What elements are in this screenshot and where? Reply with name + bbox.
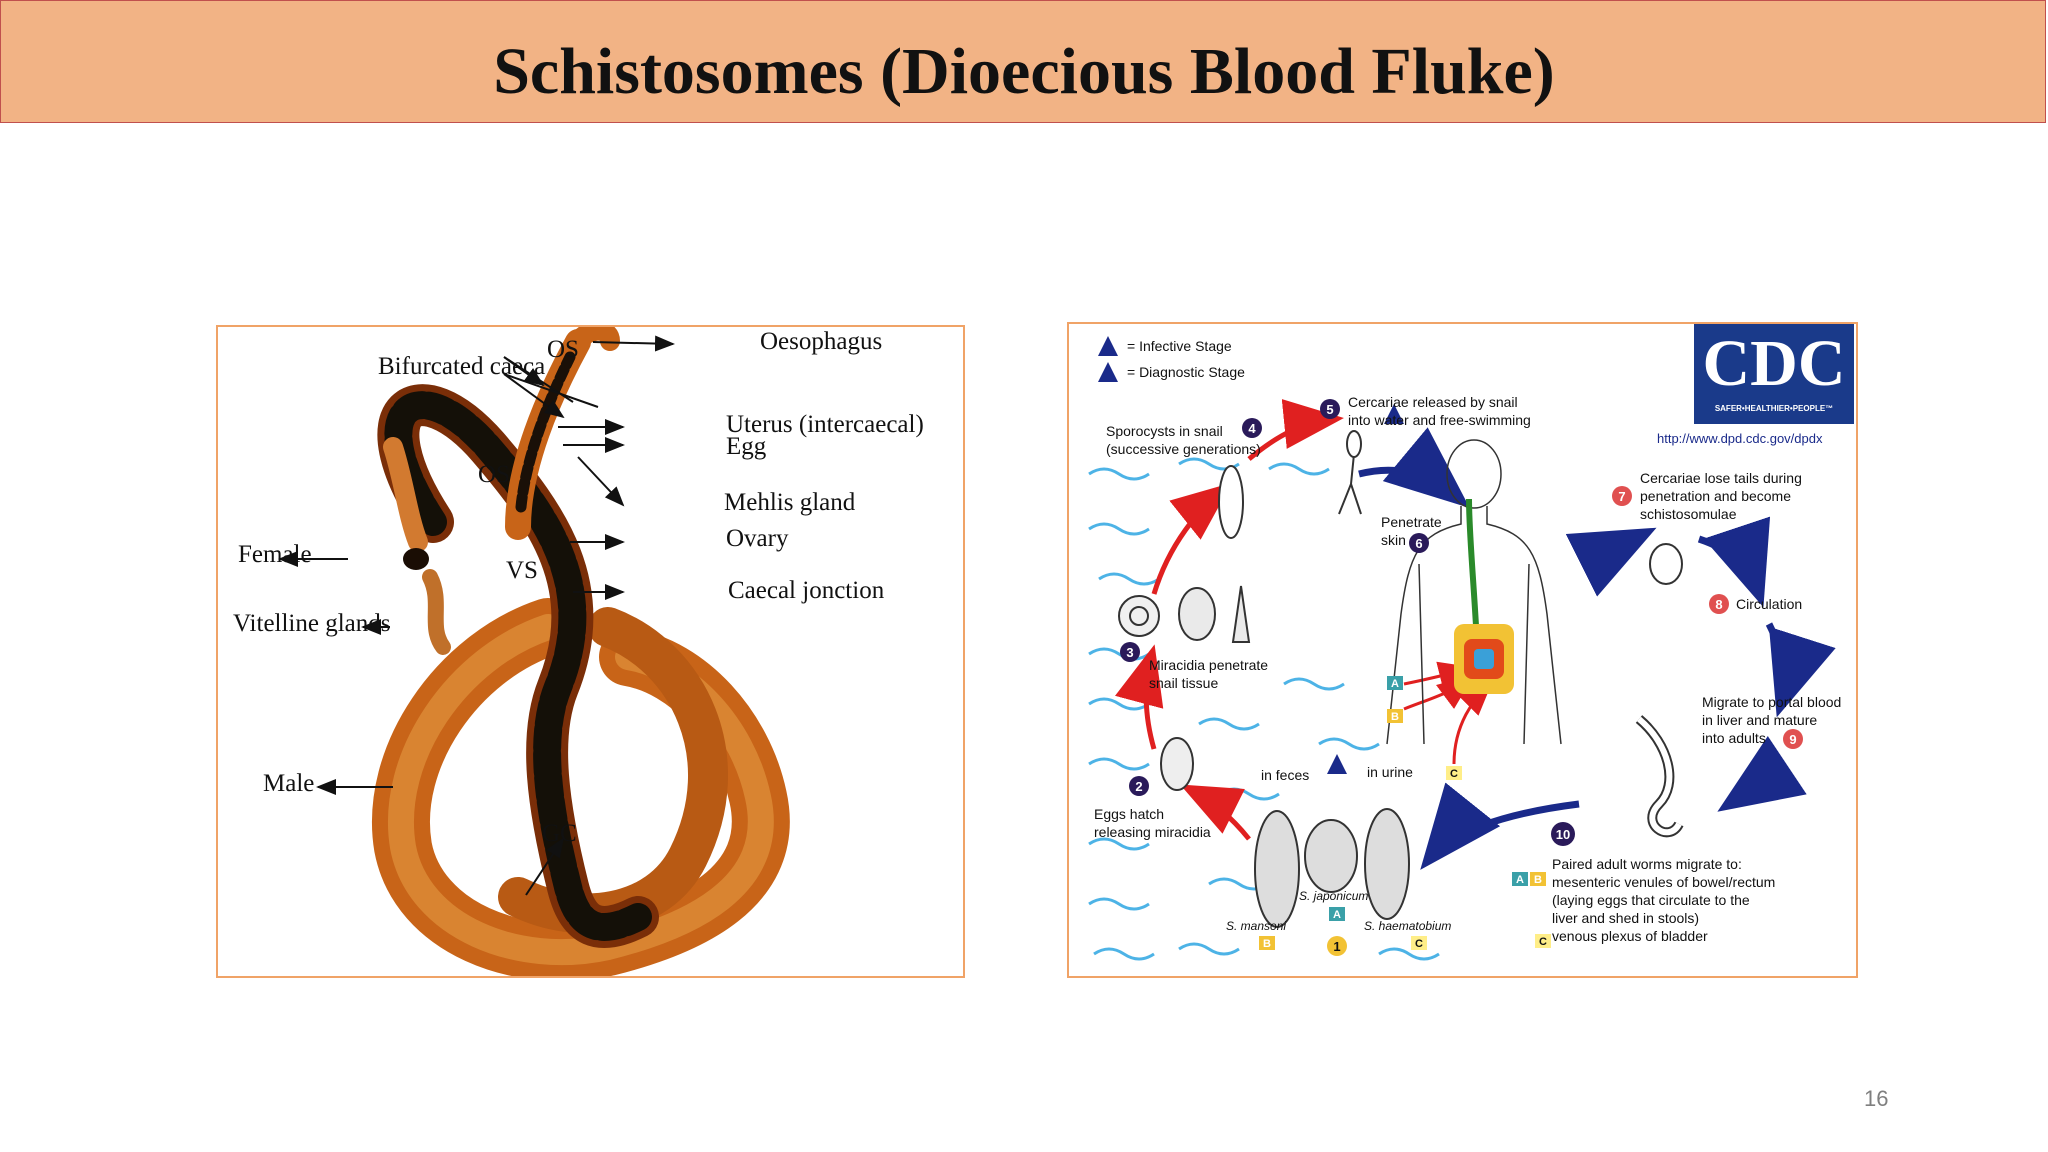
svg-text:C: C bbox=[1450, 768, 1458, 780]
title-bar bbox=[0, 0, 2046, 123]
species-japonicum: S. japonicum bbox=[1299, 889, 1369, 903]
slide-title: Schistosomes (Dioecious Blood Fluke) bbox=[493, 35, 1555, 108]
label-egg: Egg bbox=[726, 433, 767, 460]
step-7-line-1: Cercariae lose tails during bbox=[1640, 470, 1802, 486]
svg-text:1: 1 bbox=[1333, 939, 1340, 954]
human-body-outline bbox=[1386, 439, 1562, 745]
svg-text:9: 9 bbox=[1789, 732, 1796, 747]
label-os-female: OS bbox=[478, 461, 510, 488]
svg-text:A: A bbox=[1333, 909, 1341, 921]
label-mehlis-gland: Mehlis gland bbox=[724, 489, 856, 516]
step-9-line-2: in liver and mature bbox=[1702, 712, 1818, 728]
life-cycle-illustration: 2 3 4 5 6 7 8 9 10 1 A B C A B C A B C bbox=[1088, 324, 1854, 961]
label-os-top: OS bbox=[547, 336, 579, 363]
step-6-line-1: Penetrate bbox=[1381, 514, 1442, 530]
step-10-line-1: Paired adult worms migrate to: bbox=[1552, 856, 1742, 872]
label-gc: GC bbox=[542, 820, 577, 847]
step-7-line-3: schistosomulae bbox=[1640, 506, 1737, 522]
svg-text:C: C bbox=[1539, 936, 1547, 948]
svg-text:B: B bbox=[1391, 711, 1399, 723]
svg-text:5: 5 bbox=[1326, 402, 1333, 417]
step-9-line-3: into adults bbox=[1702, 730, 1766, 746]
step-2-line-2: releasing miracidia bbox=[1094, 824, 1211, 840]
worm-pair-illustration bbox=[278, 327, 790, 976]
cdc-logo-tagline: SAFER•HEALTHIER•PEOPLE™ bbox=[1714, 404, 1834, 413]
label-male: Male bbox=[263, 770, 315, 797]
svg-text:A: A bbox=[1516, 874, 1524, 886]
step-3-line-1: Miracidia penetrate bbox=[1149, 657, 1269, 673]
step-9-line-1: Migrate to portal blood bbox=[1702, 694, 1842, 710]
page-number: 16 bbox=[1864, 1086, 1889, 1111]
step-2-line-1: Eggs hatch bbox=[1094, 806, 1165, 822]
step-5-line-2: into water and free-swimming bbox=[1348, 412, 1531, 428]
svg-text:A: A bbox=[1391, 678, 1399, 690]
cdc-logo-text: CDC bbox=[1702, 327, 1846, 400]
step-10-line-2: mesenteric venules of bowel/rectum bbox=[1552, 874, 1776, 890]
step-10-line-5: venous plexus of bladder bbox=[1552, 928, 1708, 944]
step-5-line-1: Cercariae released by snail bbox=[1348, 394, 1518, 410]
svg-text:3: 3 bbox=[1126, 645, 1133, 660]
label-vs: VS bbox=[506, 557, 538, 584]
step-8-label: Circulation bbox=[1736, 596, 1803, 612]
svg-text:8: 8 bbox=[1715, 597, 1722, 612]
label-bifurcated-caeca: Bifurcated caeca bbox=[378, 353, 546, 380]
label-caecal-jonction: Caecal jonction bbox=[728, 577, 885, 604]
svg-text:B: B bbox=[1534, 874, 1542, 886]
label-oesophagus: Oesophagus bbox=[760, 328, 883, 355]
step-10-line-3: (laying eggs that circulate to the bbox=[1552, 892, 1750, 908]
schistosome-anatomy-figure: OS Bifurcated caeca Oesophagus Uterus (i… bbox=[216, 325, 965, 978]
legend-infective: = Infective Stage bbox=[1127, 338, 1232, 354]
svg-text:10: 10 bbox=[1556, 827, 1570, 842]
step-10-line-4: liver and shed in stools) bbox=[1552, 910, 1700, 926]
label-uterus: Uterus (intercaecal) bbox=[726, 411, 924, 438]
svg-text:6: 6 bbox=[1415, 536, 1422, 551]
svg-text:4: 4 bbox=[1248, 421, 1256, 436]
cdc-logo-box bbox=[1694, 324, 1854, 424]
species-mansoni: S. mansoni bbox=[1226, 919, 1287, 933]
step-3-line-2: snail tissue bbox=[1149, 675, 1219, 691]
svg-text:C: C bbox=[1415, 938, 1423, 950]
step-1-in-urine: in urine bbox=[1367, 764, 1413, 780]
species-haematobium: S. haematobium bbox=[1364, 919, 1452, 933]
step-6-line-2: skin bbox=[1381, 532, 1406, 548]
step-4-line-1: Sporocysts in snail bbox=[1106, 423, 1223, 439]
svg-text:B: B bbox=[1263, 938, 1271, 950]
legend-diagnostic: = Diagnostic Stage bbox=[1127, 364, 1245, 380]
label-ovary: Ovary bbox=[726, 525, 789, 552]
label-vitelline-glands: Vitelline glands bbox=[233, 610, 391, 637]
svg-text:2: 2 bbox=[1135, 779, 1142, 794]
label-female: Female bbox=[238, 541, 312, 568]
cdc-url-link[interactable]: http://www.dpd.cdc.gov/dpdx bbox=[1657, 431, 1823, 446]
schistosoma-life-cycle-figure: 2 3 4 5 6 7 8 9 10 1 A B C A B C A B C =… bbox=[1067, 322, 1858, 978]
step-1-in-feces: in feces bbox=[1261, 767, 1310, 783]
step-4-line-2: (successive generations) bbox=[1106, 441, 1261, 457]
svg-text:7: 7 bbox=[1618, 489, 1625, 504]
step-7-line-2: penetration and become bbox=[1640, 488, 1791, 504]
